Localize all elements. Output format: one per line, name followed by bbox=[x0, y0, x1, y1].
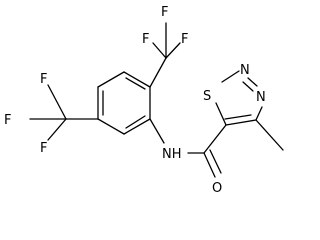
bond bbox=[123, 71, 151, 88]
bond bbox=[97, 71, 125, 88]
bond bbox=[224, 114, 252, 120]
bond bbox=[247, 77, 258, 87]
structure-drawing: F F F F F F NH S N N O bbox=[4, 5, 284, 196]
bond bbox=[152, 42, 167, 59]
bond bbox=[255, 119, 284, 151]
nitrogen-label: N bbox=[256, 90, 266, 105]
fluorine-label: F bbox=[40, 141, 47, 156]
fluorine-label: F bbox=[161, 5, 168, 20]
sulfur-label: S bbox=[203, 89, 211, 104]
bonds bbox=[29, 22, 284, 178]
bond bbox=[123, 118, 151, 135]
bond bbox=[149, 57, 167, 88]
bond bbox=[97, 118, 125, 135]
bond bbox=[165, 42, 181, 59]
fluorine-label: F bbox=[4, 113, 11, 128]
bond bbox=[209, 149, 222, 174]
bond bbox=[125, 115, 146, 129]
amine-nh-label: NH bbox=[162, 147, 182, 162]
oxygen-label: O bbox=[212, 181, 222, 196]
bond bbox=[242, 81, 254, 92]
fluorine-label: F bbox=[142, 32, 149, 47]
bond bbox=[203, 152, 216, 178]
nitrogen-label: N bbox=[240, 63, 250, 78]
fluorine-label: F bbox=[181, 32, 188, 47]
bond bbox=[215, 102, 227, 126]
molecule-diagram: F F F F F F NH S N N O bbox=[4, 5, 284, 196]
bond bbox=[125, 77, 146, 90]
bond bbox=[221, 70, 240, 83]
bond bbox=[47, 84, 67, 120]
bond bbox=[149, 118, 165, 144]
fluorine-label: F bbox=[40, 72, 47, 87]
bond bbox=[47, 118, 67, 141]
bond bbox=[225, 119, 257, 126]
atom-labels: F F F F F F NH S N N O bbox=[4, 5, 266, 196]
bond bbox=[255, 106, 263, 121]
bond bbox=[203, 124, 227, 154]
